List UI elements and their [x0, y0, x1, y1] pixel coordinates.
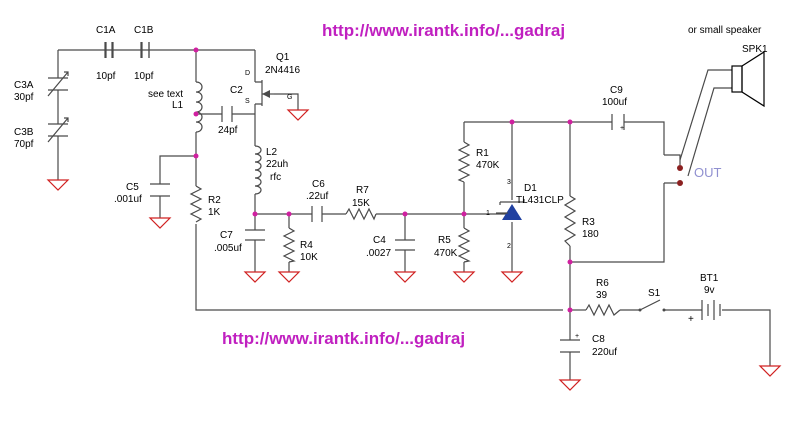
q1-pin-g: G [287, 94, 292, 101]
capacitor-c3b [47, 117, 69, 143]
resistor-r5 [457, 227, 471, 263]
output-label: OUT [694, 165, 722, 180]
resistor-r3 [563, 195, 577, 247]
c2-value: 24pf [218, 125, 238, 136]
bt1-plus: + [688, 314, 694, 325]
c6-ref: C6 [312, 179, 325, 190]
c4-ref: C4 [373, 235, 386, 246]
c7-ref: C7 [220, 230, 233, 241]
capacitor-c3a [47, 71, 69, 97]
speaker-ref: SPK1 [742, 44, 768, 55]
c9-ref: C9 [610, 85, 623, 96]
r4-ref: R4 [300, 240, 313, 251]
capacitor-c5 [150, 183, 170, 197]
r1-ref: R1 [476, 148, 489, 159]
resistor-r6 [585, 303, 621, 317]
battery-bt1 [701, 300, 721, 320]
c6-value: .22uf [306, 191, 328, 202]
capacitor-c1a [104, 42, 114, 58]
c1a-value: 10pf [96, 71, 116, 82]
l2-note: rfc [270, 172, 281, 183]
r6-ref: R6 [596, 278, 609, 289]
shunt-regulator-d1 [496, 199, 525, 220]
r7-value: 15K [352, 198, 370, 209]
bt1-ref: BT1 [700, 273, 719, 284]
c9-plus: + [620, 125, 624, 132]
capacitor-c6 [311, 206, 323, 222]
capacitor-c8 [560, 339, 580, 353]
inductor-l1 [195, 81, 203, 133]
inductor-l2 [254, 145, 262, 195]
capacitor-c1b [140, 42, 150, 58]
r5-value: 470K [434, 248, 458, 259]
d1-pin2: 2 [507, 243, 511, 250]
d1-pin1: 1 [486, 210, 490, 217]
speaker-note: or small speaker [688, 25, 762, 36]
r1-value: 470K [476, 160, 500, 171]
r4-value: 10K [300, 252, 318, 263]
c3a-value: 30pf [14, 92, 34, 103]
c7-value: .005uf [214, 243, 242, 254]
bt1-value: 9v [704, 285, 715, 296]
l2-value: 22uh [266, 159, 288, 170]
r7-ref: R7 [356, 185, 369, 196]
transistor-q1 [255, 80, 274, 106]
c8-ref: C8 [592, 334, 605, 345]
s1-ref: S1 [648, 288, 661, 299]
resistor-r1 [457, 141, 471, 183]
d1-value: TL431CLP [516, 195, 564, 206]
q1-pin-s: S [245, 98, 250, 105]
c9-value: 100uf [602, 97, 627, 108]
labels: http://www.irantk.info/...gadraj http://… [14, 21, 768, 358]
c5-ref: C5 [126, 182, 139, 193]
watermark-bottom: http://www.irantk.info/...gadraj [222, 329, 465, 348]
r6-value: 39 [596, 290, 608, 301]
speaker-icon [731, 50, 765, 108]
c3b-value: 70pf [14, 139, 34, 150]
resistor-r4 [282, 227, 296, 263]
capacitor-c7 [245, 229, 265, 241]
d1-ref: D1 [524, 183, 537, 194]
c3b-ref: C3B [14, 127, 34, 138]
c5-value: .001uf [114, 194, 142, 205]
d1-pin3: 3 [507, 179, 511, 186]
c8-value: 220uf [592, 347, 617, 358]
capacitor-c9 [611, 114, 625, 130]
capacitor-c4 [395, 239, 415, 251]
q1-pin-d: D [245, 70, 250, 77]
junction-dots [193, 47, 573, 313]
c1b-value: 10pf [134, 71, 154, 82]
c1b-ref: C1B [134, 25, 154, 36]
r2-ref: R2 [208, 195, 221, 206]
r2-value: 1K [208, 207, 221, 218]
ground-symbols [46, 109, 782, 391]
capacitor-c2 [221, 106, 233, 122]
resistor-r7 [345, 207, 377, 221]
r3-value: 180 [582, 229, 599, 240]
l1-note: see text [148, 89, 183, 100]
c3a-ref: C3A [14, 80, 34, 91]
c4-value: .0027 [366, 248, 391, 259]
l2-ref: L2 [266, 147, 278, 158]
c2-ref: C2 [230, 85, 243, 96]
q1-value: 2N4416 [265, 65, 300, 76]
r5-ref: R5 [438, 235, 451, 246]
output-jack [664, 154, 683, 186]
c8-plus: + [575, 333, 579, 340]
c1a-ref: C1A [96, 25, 116, 36]
r3-ref: R3 [582, 217, 595, 228]
wires [57, 49, 771, 380]
l1-ref: L1 [172, 100, 184, 111]
q1-ref: Q1 [276, 52, 290, 63]
watermark-top: http://www.irantk.info/...gadraj [322, 21, 565, 40]
resistor-r2 [189, 185, 203, 223]
switch-s1 [638, 299, 666, 312]
